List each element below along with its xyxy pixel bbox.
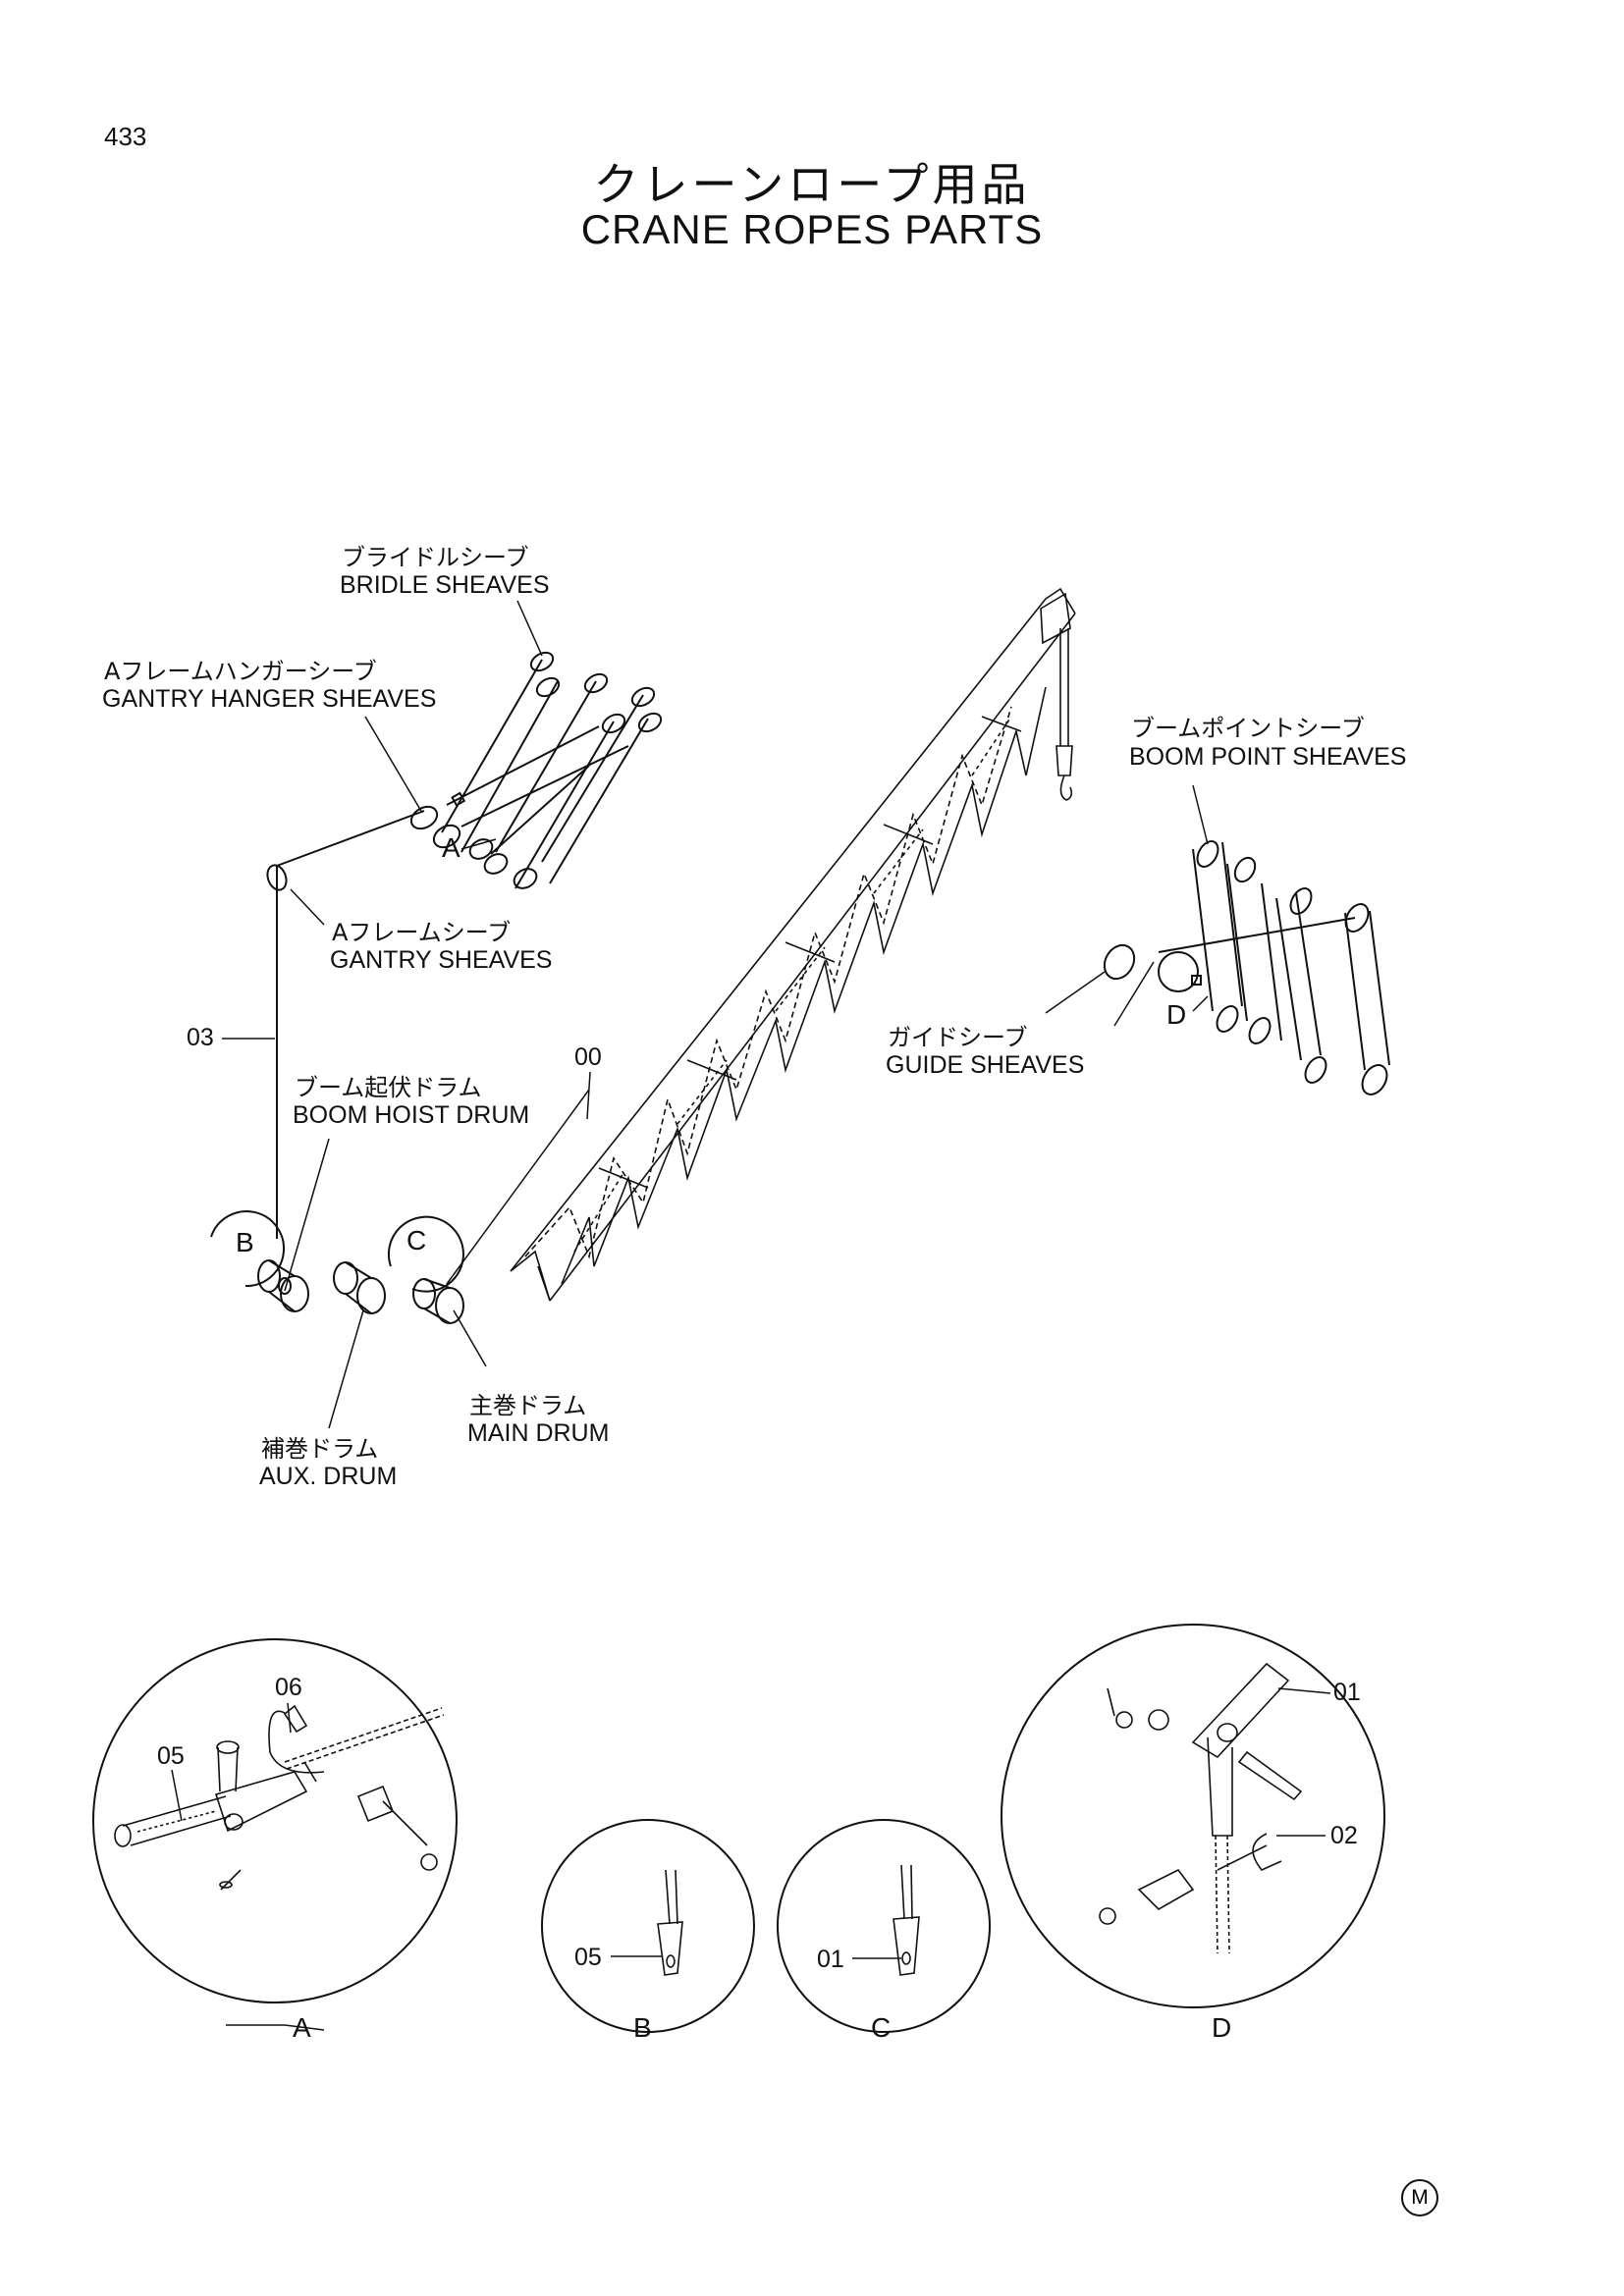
detail-d-circle <box>1001 1624 1385 2008</box>
detail-b-circle <box>541 1819 755 2033</box>
detail-a-caption: A <box>293 2012 311 2043</box>
aux-drum-label-en: AUX. DRUM <box>259 1463 398 1490</box>
detail-d-parts <box>1099 1662 1303 1954</box>
boom-lattice-drawing <box>510 587 1076 1302</box>
detail-c-marker: C <box>406 1225 427 1255</box>
detail-d-leader <box>1192 995 1209 1012</box>
title-japanese: クレーンロープ用品 <box>593 158 1031 211</box>
detail-b-caption: B <box>633 2012 652 2043</box>
main-drum-leader <box>446 1089 590 1367</box>
bridle-leader-line <box>516 600 543 657</box>
detail-c-circle <box>777 1819 991 2033</box>
guide-sheave <box>1103 943 1136 981</box>
aux-drum-drawing <box>333 1261 386 1314</box>
gantry-hanger-leader-line <box>364 716 423 814</box>
callout-03: 03 <box>187 1024 214 1051</box>
gantry-hanger-sheaves-label-en: GANTRY HANGER SHEAVES <box>102 685 437 713</box>
bridle-sheaves-drawing <box>409 651 663 889</box>
circled-m-mark: M <box>1401 2179 1438 2216</box>
aux-drum-leader <box>328 1309 364 1429</box>
detail-a-caption-dash <box>226 2024 325 2031</box>
detail-a-marker: A <box>442 832 460 863</box>
callout-01-leader <box>1277 1687 1331 1694</box>
page-number: 433 <box>104 122 147 151</box>
boom-point-sheaves-label-jp: ブームポイントシーブ <box>1131 715 1365 742</box>
guide-sheave-leader <box>1045 961 1155 1027</box>
main-drum-drawing <box>388 1215 464 1324</box>
main-drum-label-en: MAIN DRUM <box>467 1419 610 1447</box>
boom-hoist-drum-label-jp: ブーム起伏ドラム <box>295 1074 482 1101</box>
title-english: CRANE ROPES PARTS <box>580 206 1044 252</box>
boom-hoist-drum-drawing <box>210 1210 309 1312</box>
callout-05-leader <box>171 1769 183 1822</box>
detail-c-parts <box>893 1864 920 1976</box>
boom-point-sheaves-label-en: BOOM POINT SHEAVES <box>1129 743 1407 771</box>
gantry-sheave-leader <box>290 888 325 926</box>
callout-06-leader <box>287 1702 292 1734</box>
detail-d-caption: D <box>1212 2012 1232 2043</box>
boom-hoist-leader <box>284 1138 330 1292</box>
detail-b-marker: B <box>236 1227 254 1257</box>
detail-a-circle <box>92 1638 458 2003</box>
callout-00: 00 <box>574 1043 602 1071</box>
callout-02: 02 <box>1330 1822 1358 1849</box>
detail-b-parts <box>657 1869 683 1976</box>
detail-c-part-callout: 01 <box>817 1946 844 1973</box>
gantry-rope <box>276 810 425 1239</box>
main-drum-label-jp: 主巻ドラム <box>469 1392 587 1419</box>
callout-01: 01 <box>1333 1679 1361 1706</box>
detail-b-part-callout: 05 <box>574 1944 602 1971</box>
detail-a-leader-line <box>460 838 497 850</box>
callout-05: 05 <box>157 1742 185 1770</box>
gantry-sheave <box>266 864 288 891</box>
detail-d-marker: D <box>1166 999 1187 1030</box>
boom-point-sheaves-drawing <box>1158 840 1390 1095</box>
callout-00-leader <box>586 1071 591 1120</box>
detail-c-caption: C <box>871 2012 892 2043</box>
bridle-sheaves-label-jp: ブライドルシーブ <box>342 544 529 571</box>
gantry-sheaves-label-en: GANTRY SHEAVES <box>330 946 553 974</box>
guide-sheaves-label-en: GUIDE SHEAVES <box>886 1051 1085 1079</box>
detail-a-parts <box>114 1704 445 1891</box>
aux-drum-label-jp: 補巻ドラム <box>261 1435 379 1463</box>
bridle-sheaves-label-en: BRIDLE SHEAVES <box>340 571 550 599</box>
guide-sheaves-label-jp: ガイドシーブ <box>888 1024 1028 1051</box>
callout-06: 06 <box>275 1674 302 1701</box>
gantry-hanger-sheaves-label-jp: Aフレームハンガーシーブ <box>104 658 377 685</box>
boom-point-leader-line <box>1192 784 1209 845</box>
boom-hoist-drum-label-en: BOOM HOIST DRUM <box>293 1101 530 1129</box>
gantry-sheaves-label-jp: Aフレームシーブ <box>332 919 512 946</box>
